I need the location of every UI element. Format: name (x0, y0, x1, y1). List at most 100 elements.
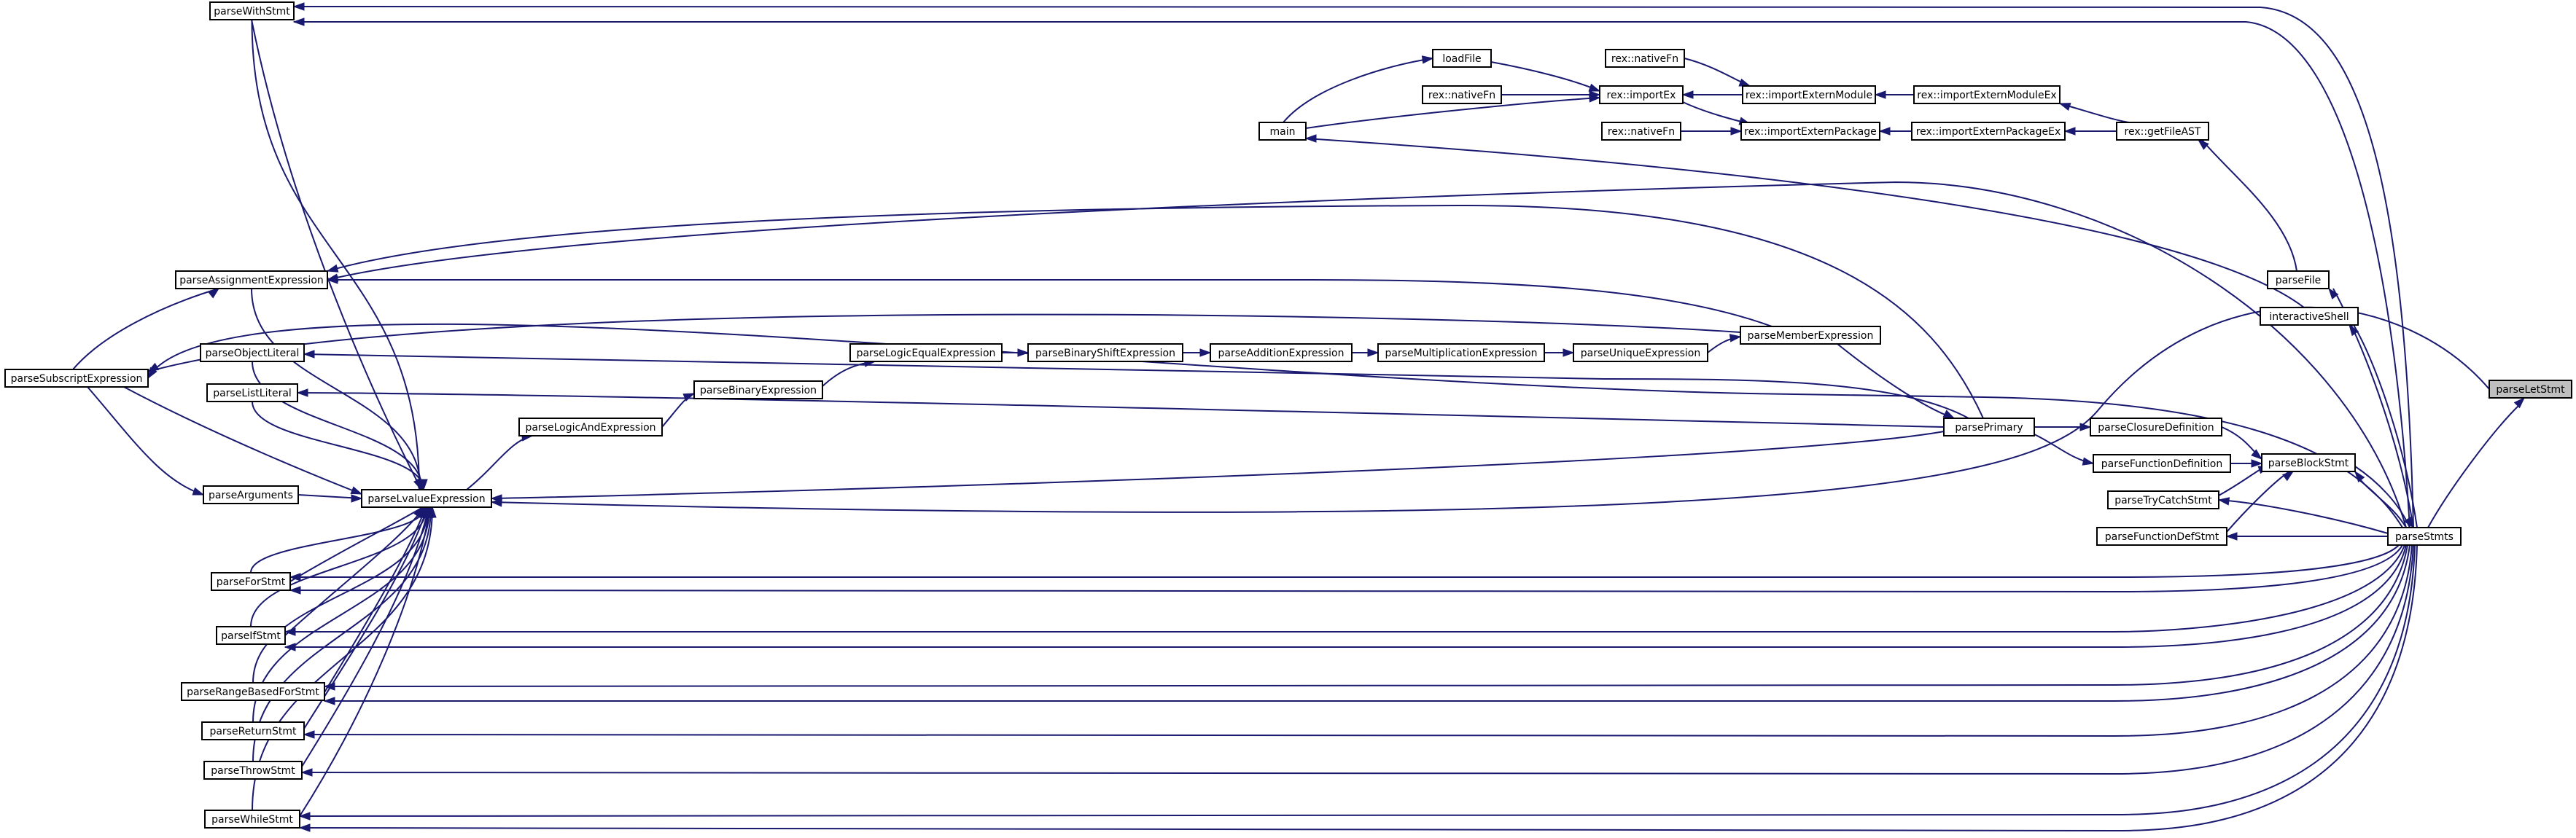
edge-parseSubscript-parseAssignment (72, 288, 220, 370)
edge-parsePrimary-parseObjectLiteral (303, 350, 1969, 419)
edge-parseStmts-parseIf-b (284, 544, 2407, 651)
node-label: rex::nativeFn (1608, 126, 1675, 138)
edge-parseLogicEqual-parseBinaryShift (1002, 348, 1030, 357)
node-parseAdditionExpression[interactable]: parseAdditionExpression (1210, 343, 1353, 362)
node-main[interactable]: main (1258, 122, 1307, 141)
node-getFileAST[interactable]: rex::getFileAST (2116, 122, 2209, 141)
node-label: parseLetStmt (2496, 384, 2565, 396)
node-parseListLiteral[interactable]: parseListLiteral (206, 383, 298, 402)
node-importExternModuleEx[interactable]: rex::importExternModuleEx (1913, 85, 2061, 104)
edge-parseStmts-parseWhile-b (298, 544, 2418, 832)
node-parseArguments[interactable]: parseArguments (203, 485, 299, 504)
edge-parseMember-parseSubscript (147, 313, 1741, 372)
node-label: parseThrowStmt (211, 765, 295, 777)
arrowhead-icon (2079, 423, 2092, 431)
node-parseBlockStmt[interactable]: parseBlockStmt (2261, 453, 2356, 472)
node-parseRangeBasedForStmt[interactable]: parseRangeBasedForStmt (181, 682, 325, 701)
node-parseSubscriptExpression[interactable]: parseSubscriptExpression (4, 369, 149, 388)
node-parseIfStmt[interactable]: parseIfStmt (216, 626, 286, 645)
node-nativeFn1[interactable]: rex::nativeFn (1605, 49, 1685, 68)
arrowhead-icon (2328, 287, 2339, 299)
node-importExternPackageEx[interactable]: rex::importExternPackageEx (1911, 122, 2066, 141)
node-parseStmts[interactable]: parseStmts (2387, 527, 2462, 546)
node-interactiveShell[interactable]: interactiveShell (2260, 307, 2359, 326)
node-parseTryCatchStmt[interactable]: parseTryCatchStmt (2107, 490, 2219, 509)
node-parseMemberExpression[interactable]: parseMemberExpression (1740, 326, 1881, 345)
edge-parseFunctionDefStmt-parseBlock (2226, 471, 2295, 533)
node-importExternPackage[interactable]: rex::importExternPackage (1740, 122, 1880, 141)
node-nativeFn2[interactable]: rex::nativeFn (1422, 85, 1502, 104)
node-label: parseAdditionExpression (1218, 348, 1345, 359)
node-label: rex::importExternPackage (1744, 126, 1876, 138)
arrowhead-icon (292, 2, 305, 11)
node-label: parseTryCatchStmt (2114, 495, 2212, 506)
edge-interactiveShell-main (1304, 134, 2305, 308)
node-parseObjectLiteral[interactable]: parseObjectLiteral (200, 343, 305, 362)
node-parseReturnStmt[interactable]: parseReturnStmt (201, 721, 305, 740)
node-label: parseLogicAndExpression (525, 422, 655, 434)
edge-parseAddition-parseMultiplication (1352, 348, 1380, 357)
arrowhead-icon (1588, 83, 1601, 92)
arrowhead-icon (351, 494, 363, 503)
node-parseUniqueExpression[interactable]: parseUniqueExpression (1573, 343, 1708, 362)
edge-parsePrimary-parseFunctionDefinition (2034, 434, 2095, 466)
node-label: parseListLiteral (213, 388, 292, 399)
arrowhead-icon (2281, 471, 2295, 482)
arrowhead-icon (298, 812, 311, 821)
edge-parseStmts-parseBlockStmt (2354, 470, 2407, 528)
edge-parseStmts-parseWithStmt-a (292, 2, 2414, 528)
edge-importExternModule-importExternModuleEx (1874, 90, 1914, 99)
node-loadFile[interactable]: loadFile (1432, 49, 1492, 68)
edge-parseBinaryShift-parseAddition (1183, 348, 1212, 357)
node-parseWithStmt[interactable]: parseWithStmt (209, 1, 295, 20)
edge-parseBinary-parseLogicEqual (822, 359, 876, 387)
arrowhead-icon (1874, 90, 1886, 99)
edge-loadFile-importEx (1490, 61, 1601, 92)
arrowhead-icon (2349, 324, 2359, 337)
node-parseClosureDefinition[interactable]: parseClosureDefinition (2090, 418, 2222, 436)
node-parseLvalueExpression[interactable]: parseLvalueExpression (361, 489, 492, 508)
edge-importEx-importExternModule (1681, 90, 1743, 99)
node-parseFile[interactable]: parseFile (2267, 270, 2330, 289)
node-parseBinaryShiftExpression[interactable]: parseBinaryShiftExpression (1027, 343, 1183, 362)
edge-importEx-importExternPackage (1682, 101, 1751, 125)
edge-nativeFn3-importExternPackage (1681, 127, 1743, 136)
node-parseThrowStmt[interactable]: parseThrowStmt (203, 761, 303, 780)
arrowhead-icon (2251, 449, 2263, 460)
node-parseFunctionDefinition[interactable]: parseFunctionDefinition (2093, 454, 2231, 473)
node-nativeFn3[interactable]: rex::nativeFn (1601, 122, 1681, 141)
arrowhead-icon (303, 350, 315, 359)
arrowhead-icon (1729, 334, 1742, 342)
arrowhead-icon (1942, 410, 1956, 419)
node-parseForStmt[interactable]: parseForStmt (211, 572, 291, 591)
node-parseBinaryExpression[interactable]: parseBinaryExpression (693, 380, 823, 399)
edge-parseFunctionDefinition-parseBlock (2230, 459, 2263, 468)
node-importExternModule[interactable]: rex::importExternModule (1742, 85, 1876, 104)
node-parseFunctionDefStmt[interactable]: parseFunctionDefStmt (2096, 527, 2227, 546)
node-parseLetStmt[interactable]: parseLetStmt (2489, 380, 2572, 399)
node-parseLogicEqualExpression[interactable]: parseLogicEqualExpression (849, 343, 1003, 362)
node-parseWhileStmt[interactable]: parseWhileStmt (204, 810, 300, 829)
node-label: rex::getFileAST (2125, 126, 2201, 138)
node-parseAssignmentExpression[interactable]: parseAssignmentExpression (175, 270, 328, 289)
arrowhead-icon (1017, 348, 1030, 357)
node-parseLogicAndExpression[interactable]: parseLogicAndExpression (518, 418, 663, 436)
arrowhead-icon (1199, 348, 1212, 357)
node-parsePrimary[interactable]: parsePrimary (1943, 418, 2035, 436)
arrowhead-icon (323, 697, 335, 705)
edge-parseArguments-parseLvalue (297, 494, 363, 503)
arrowhead-icon (1367, 348, 1380, 357)
arrowhead-icon (2513, 396, 2526, 409)
edge-parsePrimary-parseAssignment (326, 204, 1984, 419)
node-importEx[interactable]: rex::importEx (1599, 85, 1684, 104)
edge-parseStmts-parseAssignment (326, 181, 2407, 528)
arrowhead-icon (298, 823, 311, 832)
node-parseMultiplicationExpression[interactable]: parseMultiplicationExpression (1377, 343, 1545, 362)
arrowhead-icon (292, 17, 305, 26)
node-label: parseRangeBasedForStmt (187, 686, 319, 698)
node-label: parsePrimary (1955, 422, 2023, 434)
node-label: parseBinaryExpression (700, 385, 817, 396)
node-label: parseBlockStmt (2268, 458, 2349, 469)
edge-parsePrimary-parseClosure (2034, 423, 2092, 431)
